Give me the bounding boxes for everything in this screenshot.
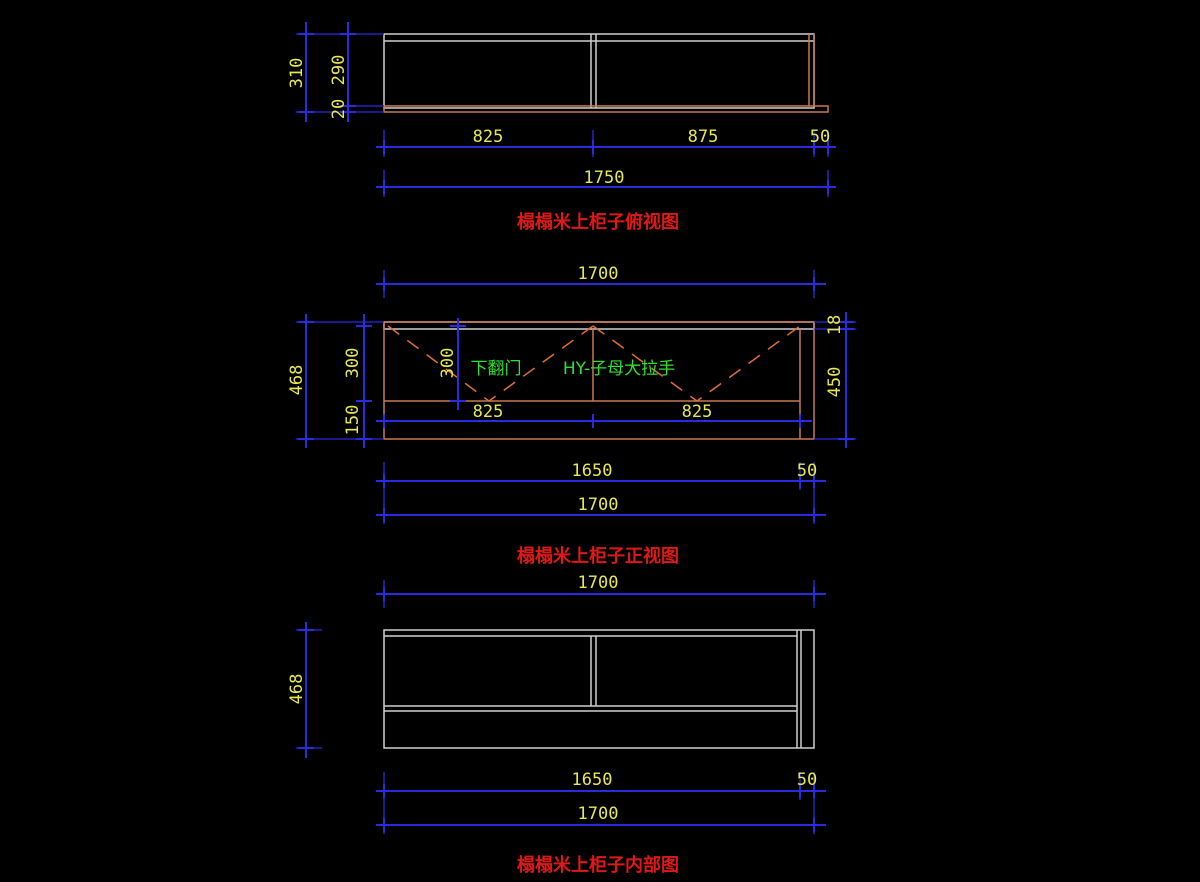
top-view: 310 290 20 825 875 50 1750 榻榻米上柜子俯视图	[287, 22, 836, 233]
dim-interior-50: 50	[797, 770, 817, 790]
dim-front-top-1700: 1700	[578, 264, 619, 284]
dim-interior-bottom-1700: 1700	[578, 804, 619, 824]
dim-top-1750: 1750	[584, 168, 625, 188]
top-view-base-panel	[383, 105, 829, 113]
interior-view-bottom-dims: 1650 50 1700	[376, 770, 826, 834]
note-handle: HY-子母大拉手	[563, 359, 675, 379]
interior-view-outline	[383, 629, 815, 749]
front-view-bottom-dims: 1650 50 1700	[376, 461, 826, 524]
top-view-cabinet	[383, 33, 829, 113]
interior-view-top-dim: 1700	[376, 573, 826, 608]
dim-front-bottom-1700: 1700	[578, 495, 619, 515]
front-view-hinge-lines	[387, 325, 801, 402]
dim-front-1650: 1650	[572, 461, 613, 481]
note-drop-door: 下翻门	[471, 359, 522, 379]
dim-interior-1650: 1650	[572, 770, 613, 790]
dim-top-290: 290	[329, 55, 349, 86]
front-view-inner-dim: 825 825	[376, 402, 812, 428]
dim-front-18: 18	[825, 315, 845, 335]
front-view-right-dims: 18 450	[814, 312, 856, 448]
front-view-cabinet: 下翻门 HY-子母大拉手	[383, 321, 815, 440]
dim-front-825-left: 825	[473, 402, 504, 422]
dim-front-150: 150	[343, 405, 363, 436]
front-view-title: 榻榻米上柜子正视图	[517, 545, 679, 567]
interior-view-title: 榻榻米上柜子内部图	[517, 854, 679, 876]
front-view-top-dim: 1700	[376, 264, 826, 298]
top-view-title: 榻榻米上柜子俯视图	[517, 211, 679, 233]
dim-front-468: 468	[287, 365, 307, 396]
front-view: 1700 下翻门 HY-子母大拉手 468	[287, 264, 856, 567]
dim-top-825: 825	[473, 127, 504, 147]
dim-interior-468: 468	[287, 674, 307, 705]
dim-front-300: 300	[343, 348, 363, 379]
interior-view: 1700 468 1650	[287, 573, 826, 876]
dim-front-50: 50	[797, 461, 817, 481]
dim-front-450: 450	[825, 367, 845, 398]
dim-interior-top-1700: 1700	[578, 573, 619, 593]
top-view-outline	[383, 33, 815, 109]
dim-top-310: 310	[287, 58, 307, 89]
dim-top-50: 50	[810, 127, 830, 147]
dim-top-875: 875	[688, 127, 719, 147]
dim-top-20: 20	[329, 99, 349, 119]
top-view-horizontal-dims: 825 875 50 1750	[376, 127, 836, 197]
front-view-outline	[383, 321, 815, 440]
front-view-left-dims: 468 300 150 300	[287, 314, 466, 448]
dim-front-825-right: 825	[682, 402, 713, 422]
front-view-top-panel	[383, 321, 815, 330]
dim-front-door-300: 300	[438, 348, 458, 379]
top-view-vertical-dims: 310 290 20	[287, 22, 384, 122]
interior-view-cabinet	[383, 629, 815, 749]
interior-view-left-dim: 468	[287, 622, 322, 758]
